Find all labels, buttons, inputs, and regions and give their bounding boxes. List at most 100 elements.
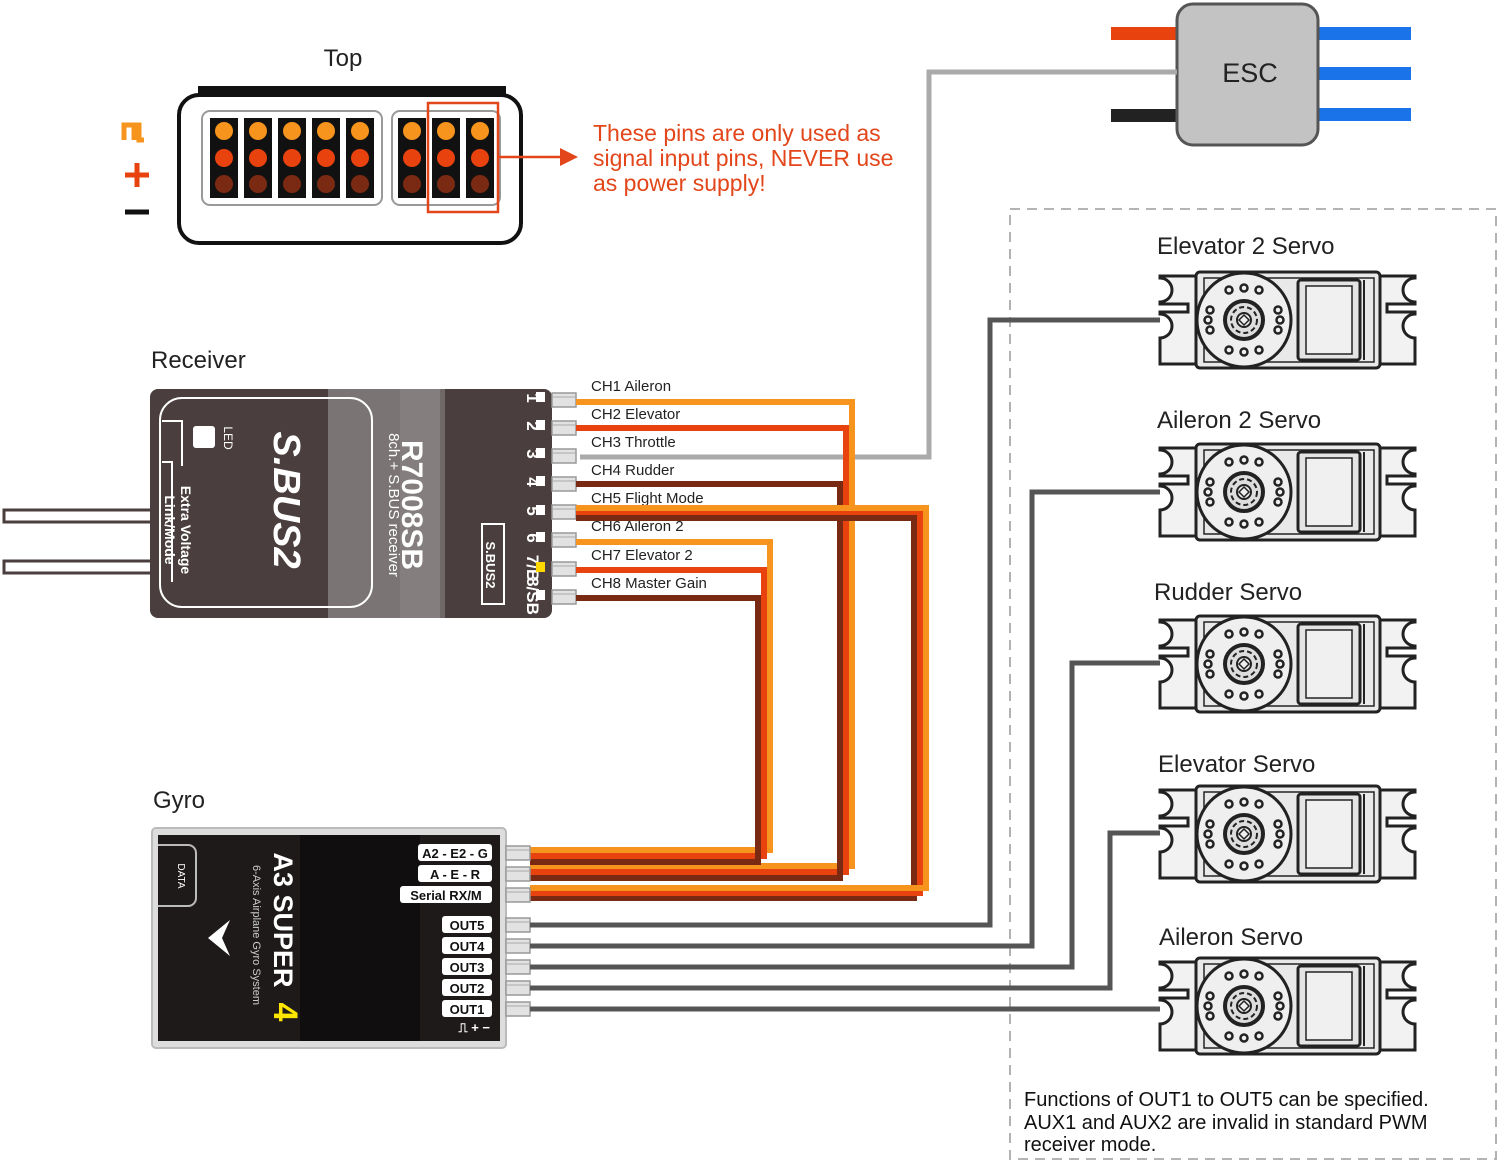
- link-mode-label: Link/Mode: [162, 495, 178, 564]
- receiver-connector: [551, 476, 577, 492]
- channel-label: CH3 Throttle: [591, 434, 676, 451]
- receiver-port-number: 5: [523, 506, 542, 515]
- data-port-label: DATA: [175, 863, 186, 889]
- pin-column: [398, 118, 426, 198]
- plus-icon: [125, 163, 149, 187]
- signal-icon: [121, 122, 144, 143]
- servo-label: Aileron 2 Servo: [1157, 407, 1321, 434]
- servo-label: Rudder Servo: [1154, 579, 1302, 606]
- direction-arrow-icon: [208, 920, 230, 956]
- gyro-input-label: Serial RX/M: [410, 888, 482, 903]
- servo: Elevator 2 Servo: [1157, 233, 1417, 370]
- output-wires: [530, 317, 1160, 1012]
- motor-wire: [1316, 67, 1411, 80]
- gyro-output-label: OUT3: [450, 960, 485, 975]
- gyro: DATA A3 SUPER 4 6-Axis Airplane Gyro Sys…: [151, 827, 531, 1049]
- receiver-port-number: 2: [523, 421, 542, 430]
- warning-text: These pins are only used as signal input…: [593, 120, 900, 196]
- gyro-pin-legend: ⎍ + −: [458, 1020, 490, 1035]
- receiver-port-number: 7/B: [523, 555, 542, 581]
- gyro-connector: [505, 887, 531, 903]
- channel-label: CH4 Rudder: [591, 462, 674, 479]
- throttle-wire: [580, 69, 1177, 460]
- receiver-port-number: 4: [523, 477, 542, 487]
- pin-column: [432, 118, 460, 198]
- antennas: [2, 508, 156, 575]
- receiver-connector: [551, 392, 577, 408]
- gyro-output-label-box: [442, 916, 492, 933]
- top-view-title: Top: [324, 45, 363, 72]
- gyro-connector: [505, 959, 531, 975]
- gyro-output-label-box: [442, 937, 492, 954]
- receiver-connector: [551, 561, 577, 577]
- receiver: LED Extra Voltage Link/Mode S.BUS2 R7008…: [150, 389, 552, 618]
- servo-label: Aileron Servo: [1159, 924, 1303, 951]
- top-view-legend: [121, 122, 149, 215]
- gyro-connector: [505, 917, 531, 933]
- top-view-receiver: [177, 86, 523, 245]
- warning-arrow: [498, 148, 578, 166]
- receiver-connector: [551, 589, 577, 605]
- servo: Aileron 2 Servo: [1157, 407, 1417, 542]
- gyro-subtitle: 6-Axis Airplane Gyro System: [250, 865, 262, 1005]
- esc: ESC: [1111, 2, 1411, 147]
- pin-column: [244, 118, 272, 198]
- gyro-output-label: OUT5: [450, 918, 485, 933]
- servo-group-box: [1009, 208, 1497, 1160]
- motor-wire: [1316, 27, 1411, 40]
- receiver-port-number: 6: [523, 533, 542, 542]
- gyro-input-label-box: [418, 865, 492, 882]
- led-label: LED: [221, 426, 235, 450]
- gyro-model-number: 4: [266, 1003, 304, 1022]
- gyro-connector: [505, 1001, 531, 1017]
- channel-label: CH7 Elevator 2: [591, 547, 693, 564]
- servo-wire: [530, 830, 1160, 991]
- gyro-output-label: OUT1: [450, 1002, 485, 1017]
- gyro-title: Gyro: [153, 787, 205, 814]
- gyro-connector: [505, 980, 531, 996]
- receiver-subtitle: 8ch.+ S.BUS receiver: [385, 433, 402, 577]
- gyro-input-label: A - E - R: [430, 867, 481, 882]
- gyro-model: A3 SUPER: [268, 852, 298, 987]
- footnote: Functions of OUT1 to OUT5 can be specifi…: [1024, 1089, 1434, 1156]
- pin-column: [312, 118, 340, 198]
- channel-label: CH1 Aileron: [591, 378, 671, 395]
- channel-label: CH5 Flight Mode: [591, 490, 704, 507]
- led: [193, 426, 215, 448]
- gyro-output-label: OUT4: [450, 939, 485, 954]
- servo-label: Elevator Servo: [1158, 751, 1315, 778]
- receiver-model: R7008SB: [395, 440, 428, 570]
- pin-column: [278, 118, 306, 198]
- esc-label: ESC: [1222, 58, 1278, 88]
- extra-voltage-label: Extra Voltage: [178, 486, 194, 575]
- receiver-title: Receiver: [151, 347, 246, 374]
- gyro-input-label-box: [418, 844, 492, 861]
- gyro-connector: [505, 845, 531, 861]
- pin-column: [466, 118, 494, 198]
- servo: Rudder Servo: [1154, 579, 1417, 714]
- servo-wire: [530, 317, 1160, 928]
- channel-label: CH2 Elevator: [591, 406, 680, 423]
- servo-label: Elevator 2 Servo: [1157, 233, 1334, 260]
- channel-label: CH8 Master Gain: [591, 575, 707, 592]
- pin-column: [210, 118, 238, 198]
- receiver-port-number: 3: [523, 449, 542, 458]
- motor-wire: [1316, 108, 1411, 121]
- servo: Elevator Servo: [1158, 751, 1417, 884]
- receiver-connector: [551, 448, 577, 464]
- gyro-output-label-box: [442, 979, 492, 996]
- receiver-port-number: 8/SB: [523, 577, 542, 615]
- gyro-connector: [505, 938, 531, 954]
- servo-wire: [530, 489, 1160, 949]
- channel-label: CH6 Aileron 2: [591, 518, 684, 535]
- servo: Aileron Servo: [1158, 924, 1417, 1056]
- gyro-output-label-box: [442, 1000, 492, 1017]
- gyro-input-label-box: [400, 886, 492, 903]
- pin-column: [346, 118, 374, 198]
- sbus2-port-label: S.BUS2: [483, 542, 498, 589]
- gyro-output-label: OUT2: [450, 981, 485, 996]
- sbus2-logo: S.BUS2: [265, 431, 307, 568]
